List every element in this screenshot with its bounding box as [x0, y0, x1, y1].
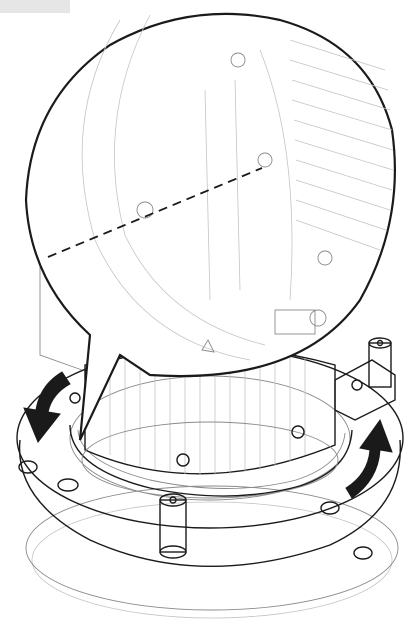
housing-left-wall	[39, 240, 83, 371]
detail-callout	[24, 12, 397, 441]
screw-head	[291, 425, 305, 439]
alignment-dashed-line	[47, 167, 263, 258]
screw-post	[159, 493, 187, 559]
mount-hole	[353, 546, 373, 560]
curved-arrow-counterclockwise-icon	[23, 371, 71, 443]
mount-hole	[320, 501, 340, 515]
mount-hole	[57, 478, 79, 492]
screw-head	[69, 392, 81, 404]
base-ring-plate	[16, 347, 404, 619]
corner-tab	[0, 0, 70, 13]
mount-hole	[18, 460, 38, 474]
screw-post	[368, 337, 392, 388]
mount-bracket	[334, 359, 396, 421]
curved-arrow-clockwise-icon	[345, 418, 393, 499]
screw-head	[176, 453, 190, 467]
